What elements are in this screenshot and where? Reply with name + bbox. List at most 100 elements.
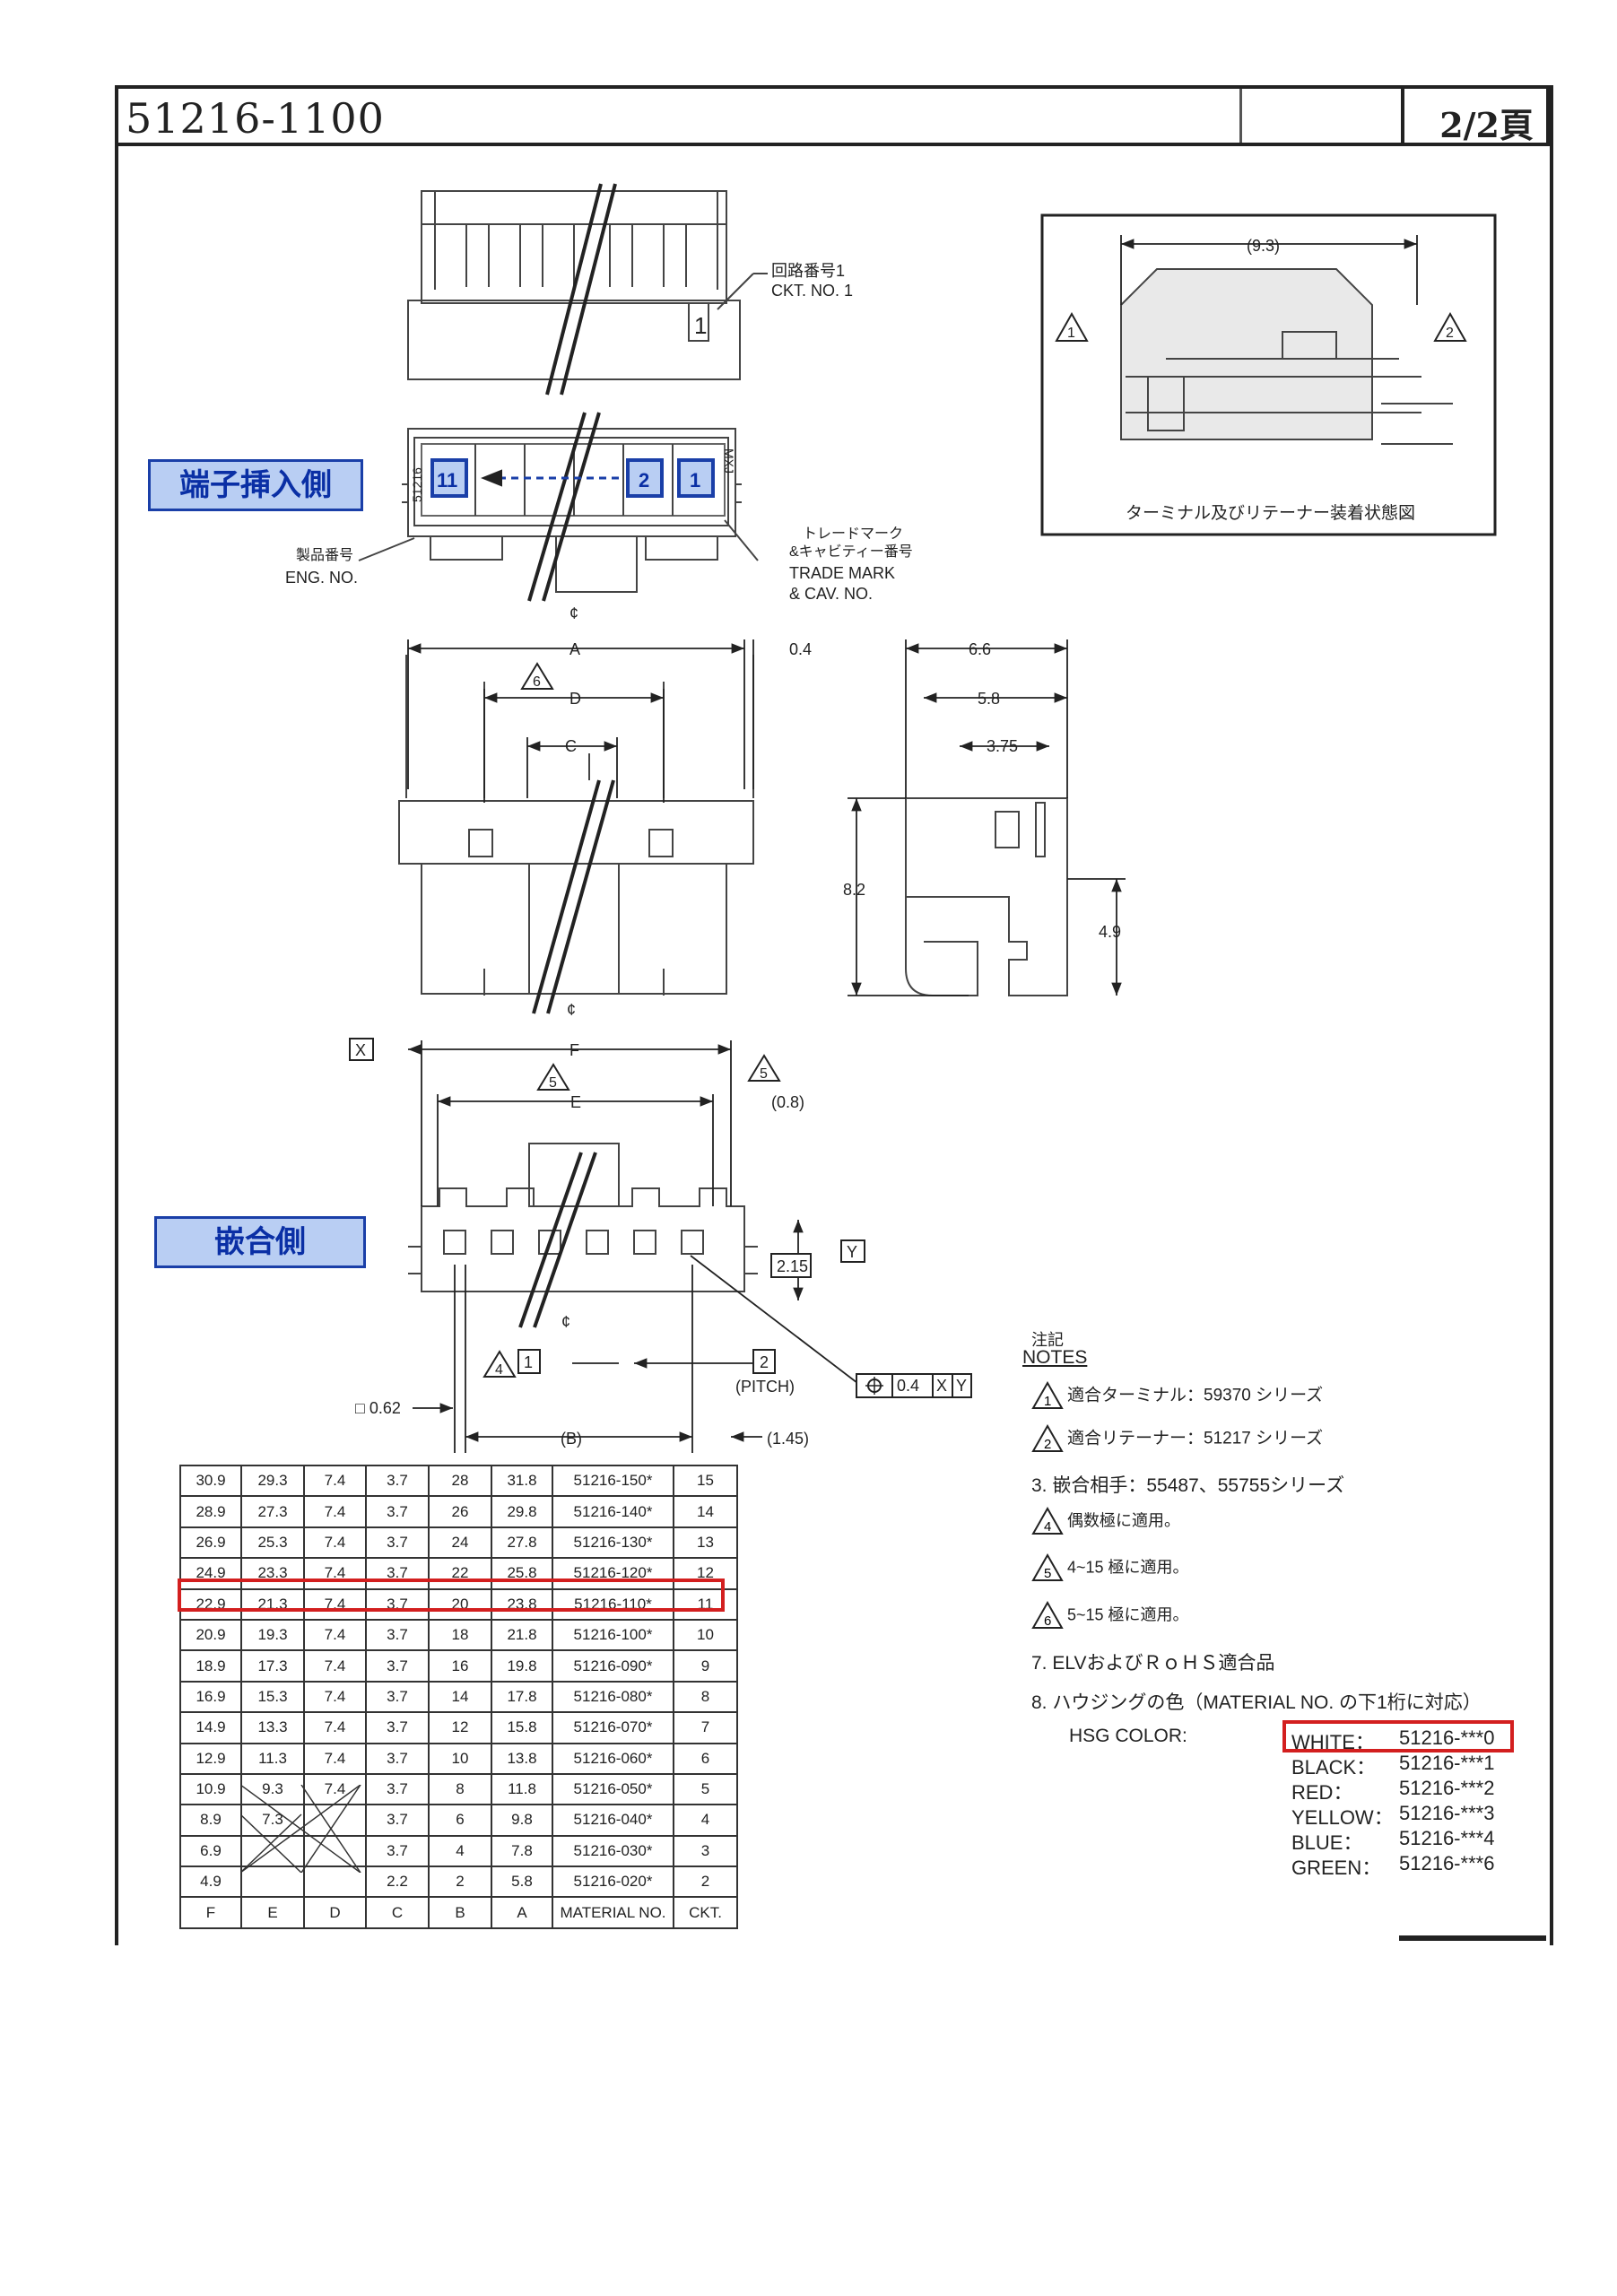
- table-cell: 2.2: [365, 1866, 430, 1899]
- title-separator: [1401, 89, 1404, 143]
- mating-face-view: [408, 1143, 758, 1328]
- title-separator: [1239, 89, 1242, 143]
- table-cell: 26: [428, 1495, 492, 1528]
- note-5: 5 4~15 極に適用。: [1031, 1552, 1189, 1582]
- hsg-color-name: BLUE：: [1291, 1831, 1363, 1854]
- table-cell: 5: [673, 1772, 738, 1806]
- table-cell: 18: [428, 1618, 492, 1652]
- table-cell: 3.7: [365, 1557, 430, 1590]
- assembly-inset: [1040, 213, 1497, 536]
- inset-caption: ターミナル及びリテーナー装着状態図: [1126, 503, 1415, 523]
- table-cell: [303, 1804, 367, 1837]
- table-cell: 7.4: [303, 1495, 367, 1528]
- dim-2: 2: [760, 1353, 769, 1371]
- svg-text:5: 5: [1044, 1566, 1051, 1581]
- table-cell: 7.4: [303, 1649, 367, 1683]
- table-cell: 15: [673, 1464, 738, 1498]
- table-cell: 28.9: [179, 1495, 242, 1528]
- table-header-cell: B: [428, 1896, 492, 1929]
- table-cell: 3.7: [365, 1618, 430, 1652]
- table-cell: 51216-040*: [552, 1804, 674, 1837]
- table-cell: 7.8: [491, 1834, 553, 1868]
- centerline-mark: ¢: [567, 1001, 576, 1019]
- table-cell: 7.4: [303, 1711, 367, 1744]
- table-cell: 25.8: [491, 1557, 553, 1590]
- note-tri-1: 1: [1067, 326, 1075, 341]
- tol-Y: Y: [956, 1377, 967, 1395]
- dim-4.9: 4.9: [1099, 923, 1121, 941]
- ckt1-mark: 1: [694, 312, 707, 339]
- page-number: 2/2頁: [1439, 105, 1534, 145]
- notes-heading-jp: 注記: [1031, 1331, 1064, 1349]
- dim-0.4: 0.4: [789, 640, 812, 658]
- note-triangle: 2: [1031, 1423, 1064, 1453]
- table-cell: 3.7: [365, 1464, 430, 1498]
- dim-C: C: [565, 737, 577, 755]
- table-cell: 17.8: [491, 1680, 553, 1714]
- dim-2.15: 2.15: [777, 1257, 808, 1275]
- table-cell: 7.4: [303, 1618, 367, 1652]
- table-header-cell: D: [303, 1896, 367, 1929]
- table-cell: 3.7: [365, 1495, 430, 1528]
- table-na-cross: [240, 1785, 361, 1873]
- table-cell: [303, 1866, 367, 1899]
- table-cell: 51216-090*: [552, 1649, 674, 1683]
- table-cell: 51216-120*: [552, 1557, 674, 1590]
- note-7: 7. ELVおよびＲｏＨＳ適合品: [1031, 1653, 1275, 1674]
- hsg-color-name: GREEN：: [1291, 1857, 1382, 1879]
- dim-8.2: 8.2: [843, 881, 865, 899]
- table-cell: 28: [428, 1464, 492, 1498]
- table-cell: 23.3: [240, 1557, 305, 1590]
- note-triangle: 5: [1031, 1552, 1064, 1582]
- top-view: [407, 183, 768, 396]
- table-cell: 4.9: [179, 1866, 242, 1899]
- table-cell: 29.3: [240, 1464, 305, 1498]
- note-2: 2 適合リテーナー：51217 シリーズ: [1031, 1423, 1323, 1453]
- frame-bottom-mark: [1399, 1935, 1546, 1941]
- table-cell: 13.3: [240, 1711, 305, 1744]
- table-cell: 26.9: [179, 1526, 242, 1560]
- table-cell: 51216-070*: [552, 1711, 674, 1744]
- note-triangle: 4: [1031, 1506, 1064, 1535]
- dim-B: (B): [561, 1430, 582, 1448]
- table-cell: 19.3: [240, 1618, 305, 1652]
- table-cell: 31.8: [491, 1464, 553, 1498]
- table-cell: 5.8: [491, 1866, 553, 1899]
- table-cell: 6.9: [179, 1834, 242, 1868]
- table-cell: 3.7: [365, 1711, 430, 1744]
- table-cell: 19.8: [491, 1649, 553, 1683]
- table-cell: 14: [428, 1680, 492, 1714]
- table-cell: [303, 1834, 367, 1868]
- note-tri-6: 6: [533, 674, 541, 690]
- table-cell: 12.9: [179, 1742, 242, 1775]
- table-cell: 8.9: [179, 1804, 242, 1837]
- table-cell: 25.3: [240, 1526, 305, 1560]
- svg-text:2: 2: [1044, 1437, 1051, 1452]
- hsg-color-material: 51216-***1: [1399, 1752, 1495, 1774]
- table-cell: 10: [428, 1742, 492, 1775]
- table-cell: 7.3: [240, 1804, 305, 1837]
- table-cell: 13.8: [491, 1742, 553, 1775]
- hsg-color-material: 51216-***2: [1399, 1777, 1495, 1799]
- table-cell: 7.4: [303, 1742, 367, 1775]
- table-cell: 51216-110*: [552, 1587, 674, 1621]
- tol-X: X: [936, 1377, 947, 1395]
- hsg-color-material: 51216-***6: [1399, 1852, 1495, 1874]
- table-cell: 3.7: [365, 1772, 430, 1806]
- terminal-side-label: 端子挿入側: [148, 459, 363, 511]
- trade-mark-jp1: トレードマーク: [803, 526, 903, 542]
- table-cell: [240, 1834, 305, 1868]
- table-cell: 2: [673, 1866, 738, 1899]
- table-cell: 3: [673, 1834, 738, 1868]
- hsg-color-name: YELLOW：: [1291, 1806, 1394, 1829]
- dim-F: F: [569, 1041, 579, 1059]
- table-cell: 9: [673, 1649, 738, 1683]
- datum-Y: Y: [847, 1243, 857, 1261]
- part-number-title: 51216-1100: [126, 94, 385, 143]
- table-cell: 16.9: [179, 1680, 242, 1714]
